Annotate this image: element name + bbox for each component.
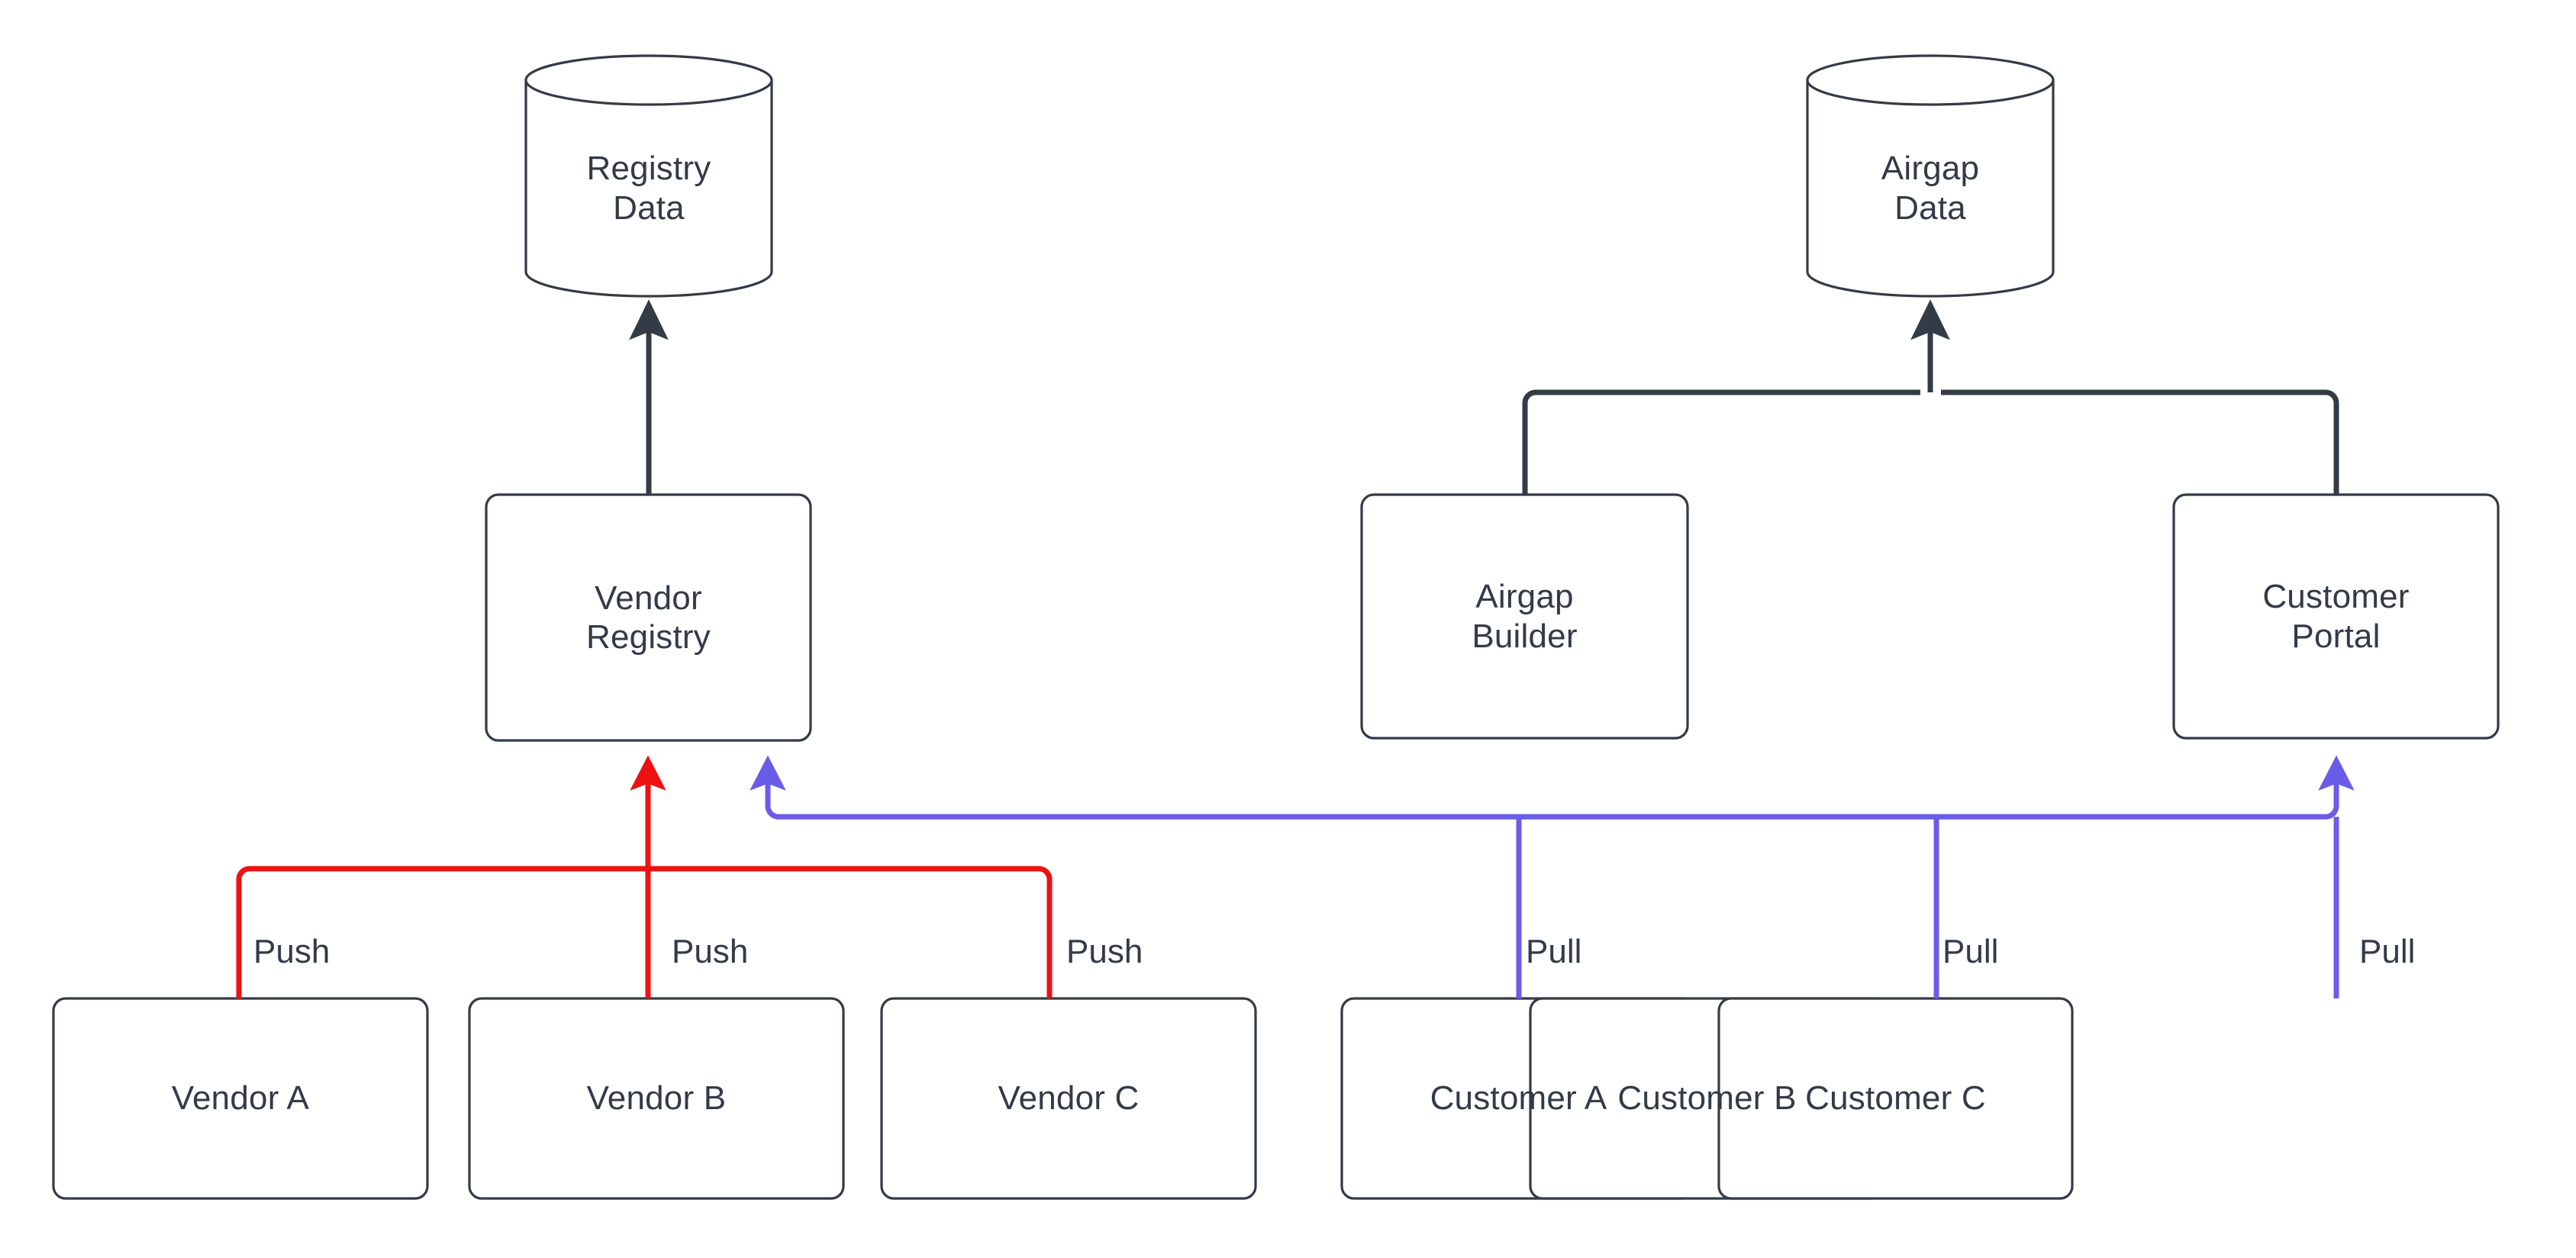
edge-label-pull-customer-c: Pull	[2359, 933, 2416, 970]
cylinder-body	[1806, 79, 2055, 298]
cylinder-body	[524, 79, 773, 298]
node-vendor-a[interactable]	[52, 997, 429, 1200]
node-customer-portal[interactable]	[2172, 493, 2500, 740]
edge-label-push-vendor-c: Push	[1066, 933, 1143, 970]
node-customer-c[interactable]	[1717, 997, 2074, 1200]
node-vendor-b[interactable]	[468, 997, 845, 1200]
cylinder-top-ellipse	[1806, 54, 2055, 106]
connector-pull-bus	[765, 763, 2339, 820]
edge-label-push-vendor-b: Push	[672, 933, 749, 970]
connector-vendor-push-bus	[236, 866, 1053, 998]
edge-label-pull-customer-a: Pull	[1526, 933, 1582, 970]
connector-customer-portal-to-bus	[1941, 389, 2339, 495]
datastore-airgap-data[interactable]	[1806, 54, 2055, 298]
edge-label-pull-customer-b: Pull	[1942, 933, 1999, 970]
node-vendor-registry[interactable]	[485, 493, 812, 742]
cylinder-top-ellipse	[524, 54, 773, 106]
connector-airgap-builder-to-bus	[1522, 389, 1920, 495]
node-airgap-builder[interactable]	[1360, 493, 1689, 740]
edge-label-push-vendor-a: Push	[253, 933, 330, 970]
datastore-registry-data[interactable]	[524, 54, 773, 298]
node-vendor-c[interactable]	[880, 997, 1257, 1200]
